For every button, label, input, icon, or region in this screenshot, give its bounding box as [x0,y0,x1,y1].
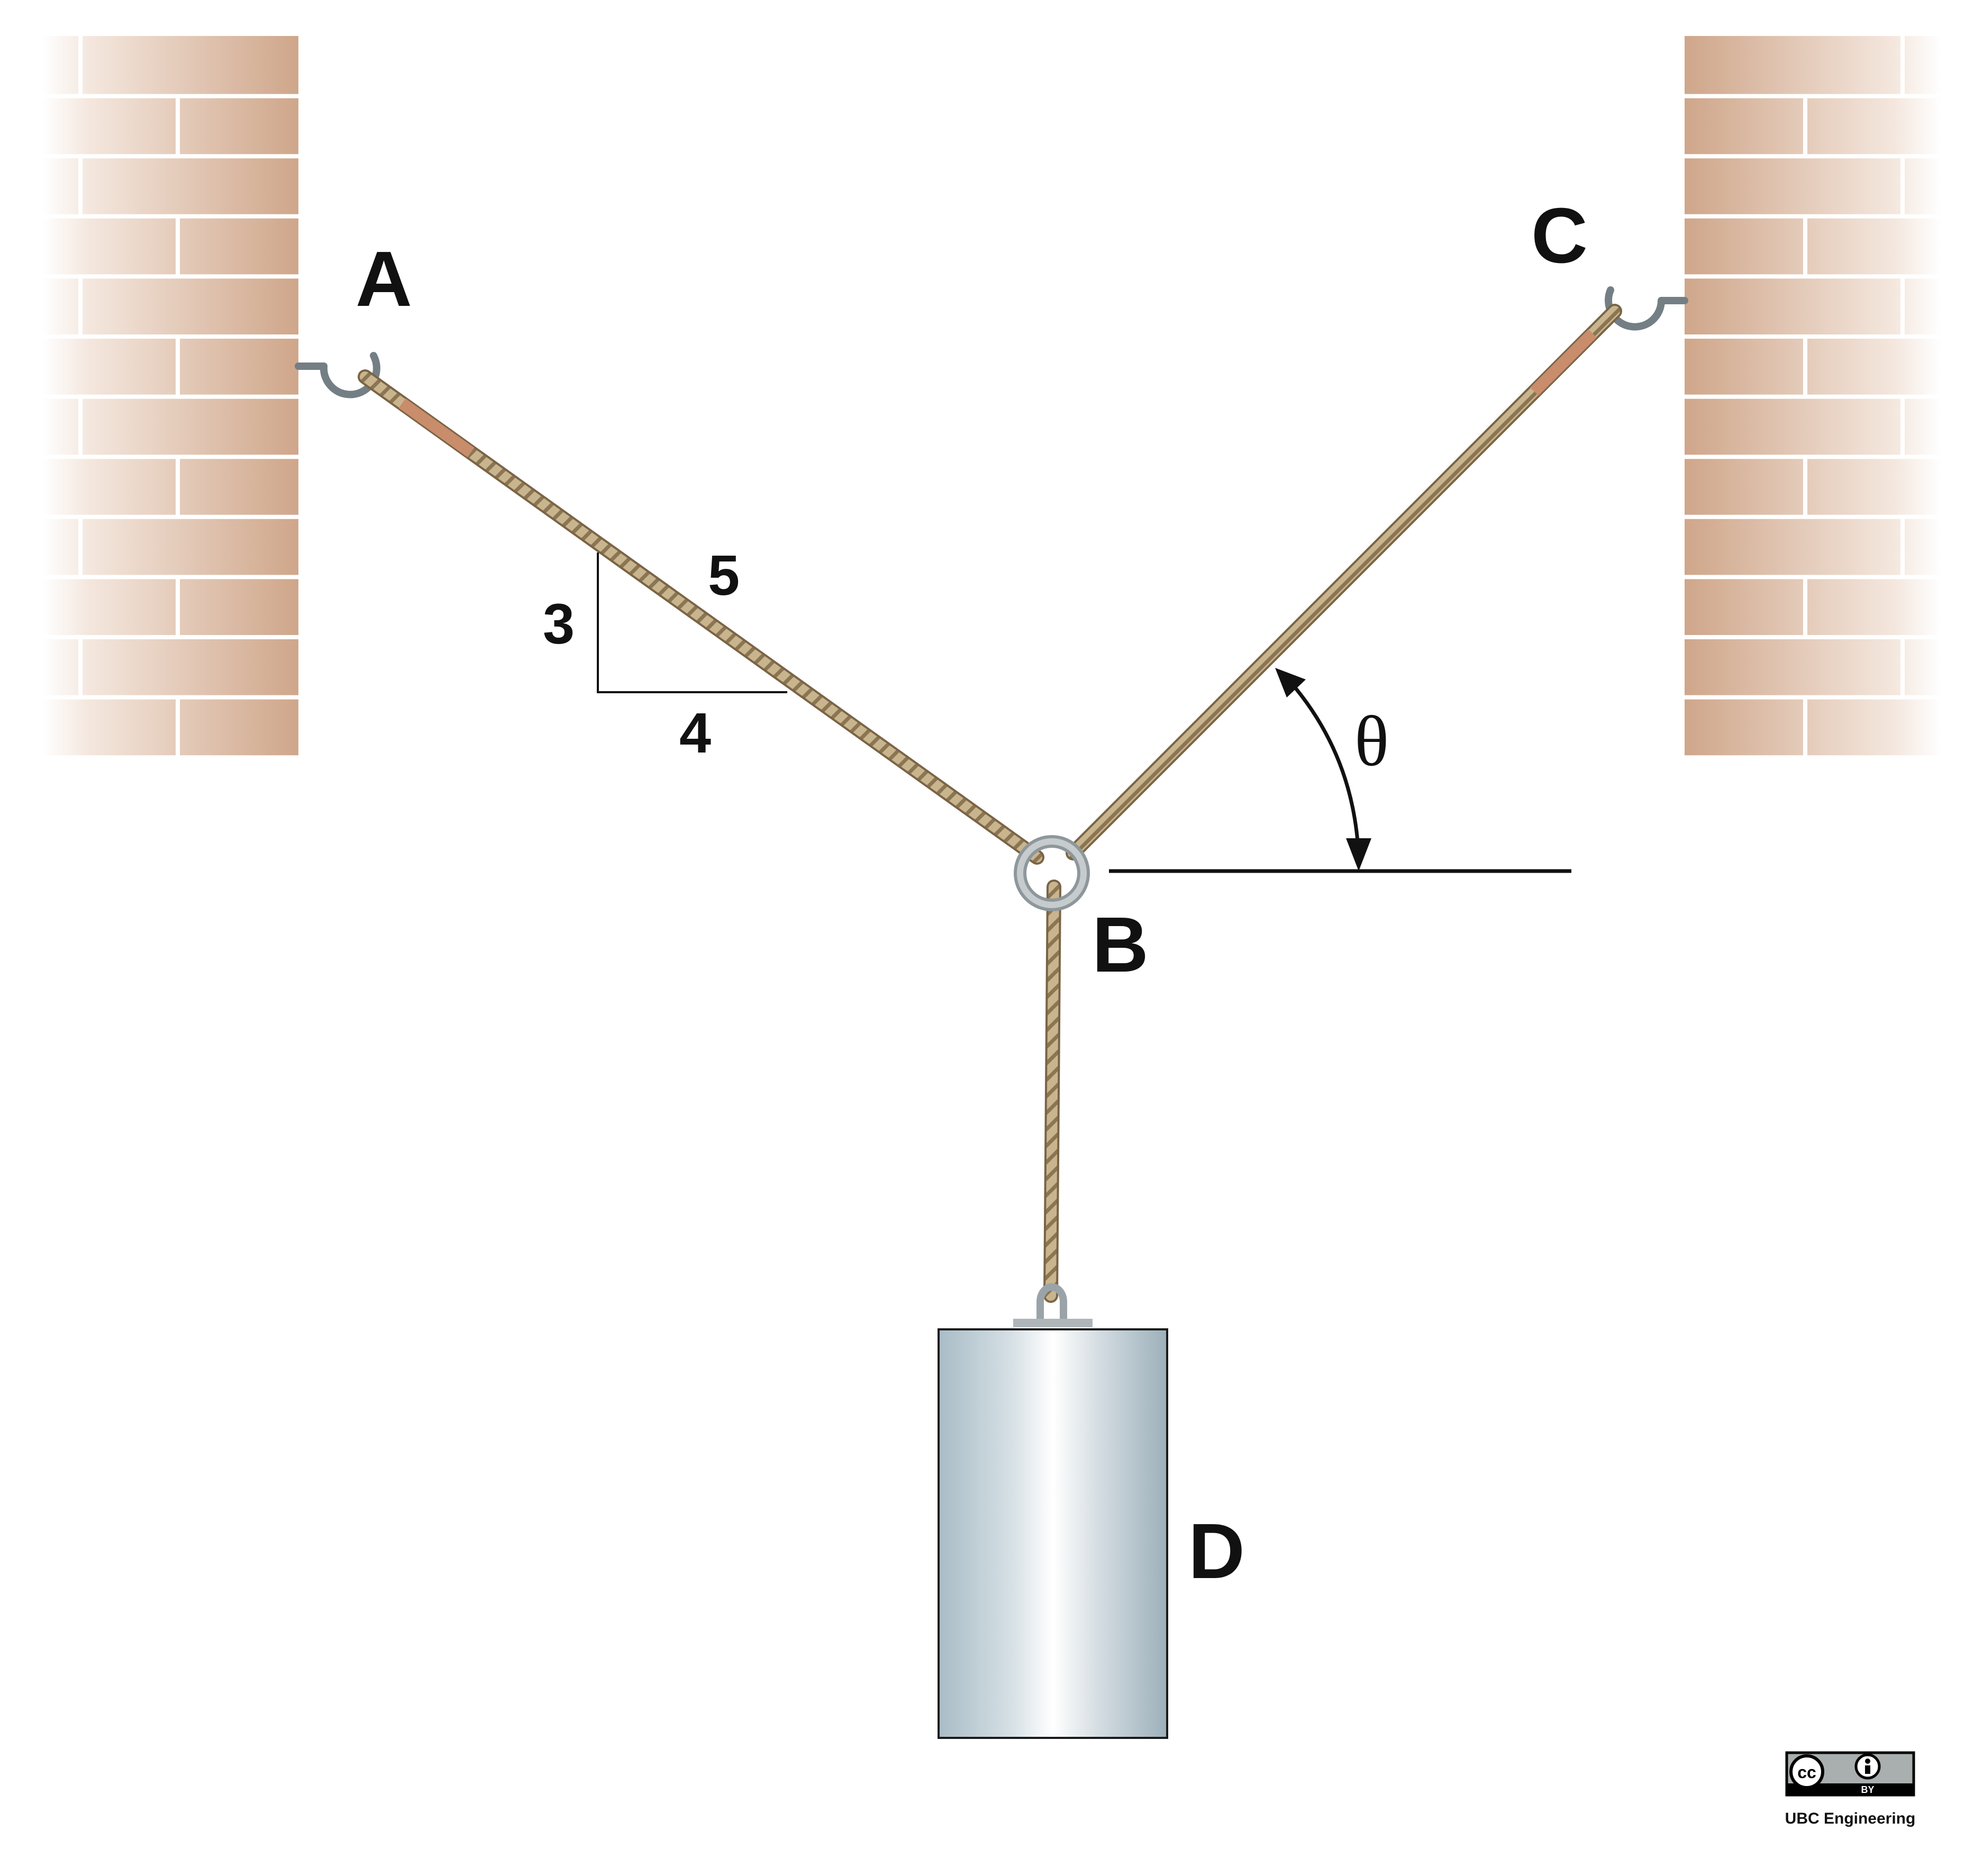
attribution-person-icon [1854,1753,1881,1780]
hook-icon-a [295,352,380,398]
rope-ab [358,369,1044,865]
arrow-head-icon-top [1275,668,1306,697]
label-slope-hypotenuse: 5 [708,543,740,607]
license-by-label: BY [1861,1784,1874,1795]
label-point-b: B [1092,901,1149,989]
slope-triangle [597,552,787,693]
hook-icon-c [1605,286,1688,331]
angle-theta-arc [1275,668,1371,871]
label-point-d: D [1188,1508,1245,1595]
arrow-head-icon-bottom [1346,838,1371,871]
label-angle-theta: θ [1354,702,1389,781]
left-brick-wall [42,36,298,760]
ring-icon-b [1014,835,1090,911]
rope-bd [1043,880,1061,1303]
svg-text:cc: cc [1797,1763,1816,1782]
label-slope-run: 4 [679,701,711,765]
rope-bc [1066,304,1622,860]
weight-hanger [1013,1283,1093,1327]
label-point-c: C [1531,192,1588,279]
label-slope-rise: 3 [543,592,575,656]
right-brick-wall [1685,36,1941,760]
attribution-text: UBC Engineering [1785,1810,1916,1827]
license-badge: cc BY [1785,1751,1915,1797]
label-point-a: A [356,235,412,323]
weight-d [938,1328,1168,1739]
cc-icon: cc [1789,1754,1824,1789]
